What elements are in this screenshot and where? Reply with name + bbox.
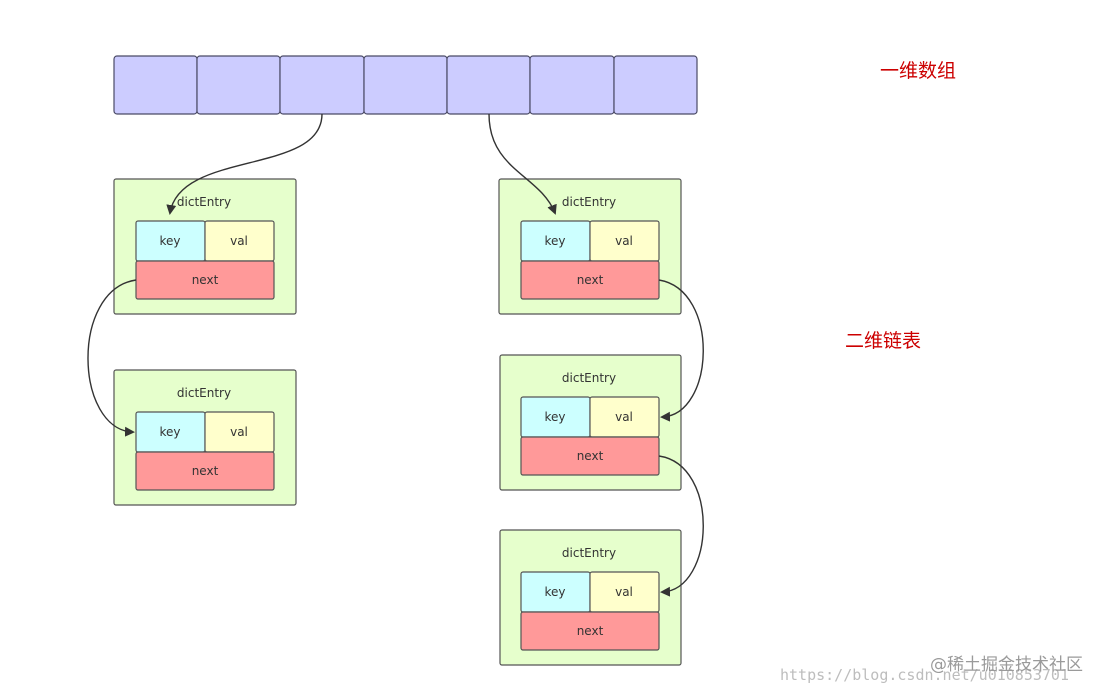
dict-entry: dictEntry key val next xyxy=(499,529,682,666)
array-slot xyxy=(529,55,615,115)
next-label: next xyxy=(577,624,604,638)
val-label: val xyxy=(615,585,633,599)
next-label: next xyxy=(577,449,604,463)
array-slot xyxy=(196,55,281,115)
dict-entry-title: dictEntry xyxy=(562,371,616,385)
val-label: val xyxy=(615,234,633,248)
array-slot xyxy=(613,55,698,115)
next-pointer-arrow xyxy=(658,279,704,422)
next-cell xyxy=(135,451,275,491)
next-label: next xyxy=(577,273,604,287)
watermark-url: https://blog.csdn.net/u010853701 xyxy=(780,666,1069,684)
array-label: 一维数组 xyxy=(880,60,956,82)
val-label: val xyxy=(615,410,633,424)
key-label: key xyxy=(544,410,565,424)
key-label: key xyxy=(159,425,180,439)
next-label: next xyxy=(192,464,219,478)
dict-entry: dictEntry key val next xyxy=(113,178,297,315)
array-slot xyxy=(446,55,531,115)
array-slot xyxy=(279,55,365,115)
next-pointer-arrow xyxy=(658,455,704,597)
val-label: val xyxy=(230,234,248,248)
array-to-entry-arrow xyxy=(166,113,323,215)
key-label: key xyxy=(544,585,565,599)
next-pointer-arrow xyxy=(87,279,137,437)
dict-entry: dictEntry key val next xyxy=(499,354,682,491)
dict-entry: dictEntry key val next xyxy=(113,369,297,506)
dict-entry: dictEntry key val next xyxy=(498,178,682,315)
array-to-entry-arrow xyxy=(488,113,557,215)
key-label: key xyxy=(159,234,180,248)
key-label: key xyxy=(544,234,565,248)
next-cell xyxy=(520,611,660,651)
next-label: next xyxy=(192,273,219,287)
dict-entry-title: dictEntry xyxy=(177,195,231,209)
val-label: val xyxy=(230,425,248,439)
watermark-site: @稀土掘金技术社区 xyxy=(930,655,1083,675)
dict-entry-title: dictEntry xyxy=(562,546,616,560)
dict-entry-title: dictEntry xyxy=(177,386,231,400)
hash-array xyxy=(113,55,698,115)
dict-entry-title: dictEntry xyxy=(562,195,616,209)
array-slot xyxy=(113,55,198,115)
array-slot xyxy=(363,55,448,115)
list-label: 二维链表 xyxy=(845,330,921,352)
